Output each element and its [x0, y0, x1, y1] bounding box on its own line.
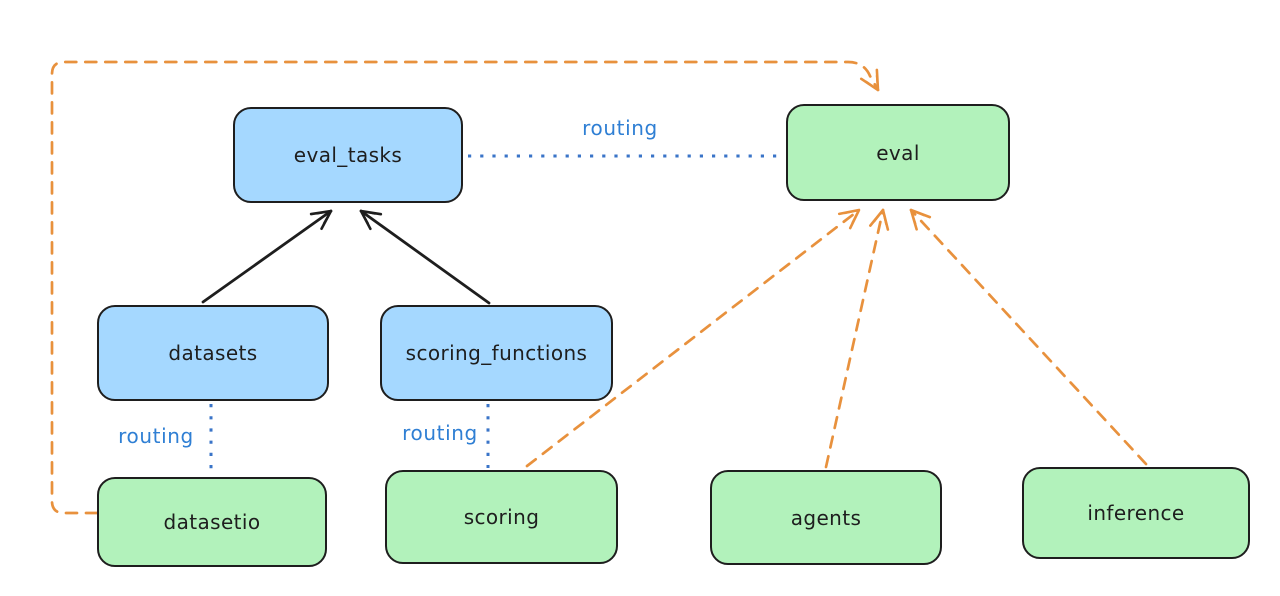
node-datasets: datasets	[97, 305, 329, 401]
node-datasetio-label: datasetio	[163, 510, 261, 534]
node-scoring-label: scoring	[463, 505, 540, 529]
routing-label-scoring-functions-scoring: routing	[402, 421, 478, 445]
node-inference-label: inference	[1087, 501, 1185, 525]
edge-inference-to-eval	[909, 208, 1148, 466]
node-scoring: scoring	[385, 470, 618, 564]
node-eval-tasks: eval_tasks	[233, 107, 463, 203]
node-datasets-label: datasets	[168, 341, 258, 365]
edge-scoring-to-eval	[525, 208, 861, 468]
node-eval: eval	[786, 104, 1010, 201]
node-agents: agents	[710, 470, 942, 565]
edge-datasetio-to-eval	[50, 60, 880, 515]
edge-datasets-to-eval-tasks	[201, 209, 333, 304]
routing-label-eval-tasks-eval: routing	[582, 116, 658, 140]
routing-label-datasets-datasetio: routing	[118, 424, 194, 448]
node-scoring-functions: scoring_functions	[380, 305, 613, 401]
node-scoring-functions-label: scoring_functions	[405, 341, 588, 365]
node-eval-label: eval	[876, 140, 920, 165]
node-agents-label: agents	[790, 505, 862, 530]
node-datasetio: datasetio	[97, 477, 327, 567]
edge-agents-to-eval	[824, 208, 890, 469]
node-inference: inference	[1022, 467, 1250, 559]
node-eval-tasks-label: eval_tasks	[293, 143, 403, 167]
edge-scoring-functions-to-eval-tasks	[359, 209, 491, 305]
